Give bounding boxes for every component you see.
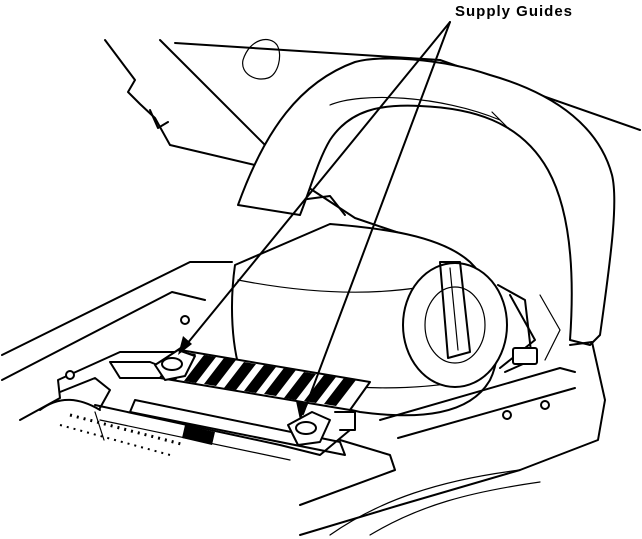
callout-arrow-head bbox=[178, 336, 192, 355]
supply-holder-right bbox=[497, 284, 561, 373]
supply-guide-right bbox=[287, 411, 356, 446]
callout-label: Supply Guides bbox=[455, 3, 574, 20]
media-cover bbox=[237, 57, 616, 346]
callout-arrows bbox=[178, 21, 451, 420]
media-path bbox=[94, 349, 371, 461]
callout-arrow-head bbox=[296, 401, 308, 420]
callout-arrow bbox=[302, 21, 451, 415]
supply-guide-left bbox=[154, 349, 196, 381]
tear-bar bbox=[59, 413, 186, 456]
callout-arrow bbox=[181, 21, 451, 351]
supply-roll bbox=[231, 223, 508, 417]
